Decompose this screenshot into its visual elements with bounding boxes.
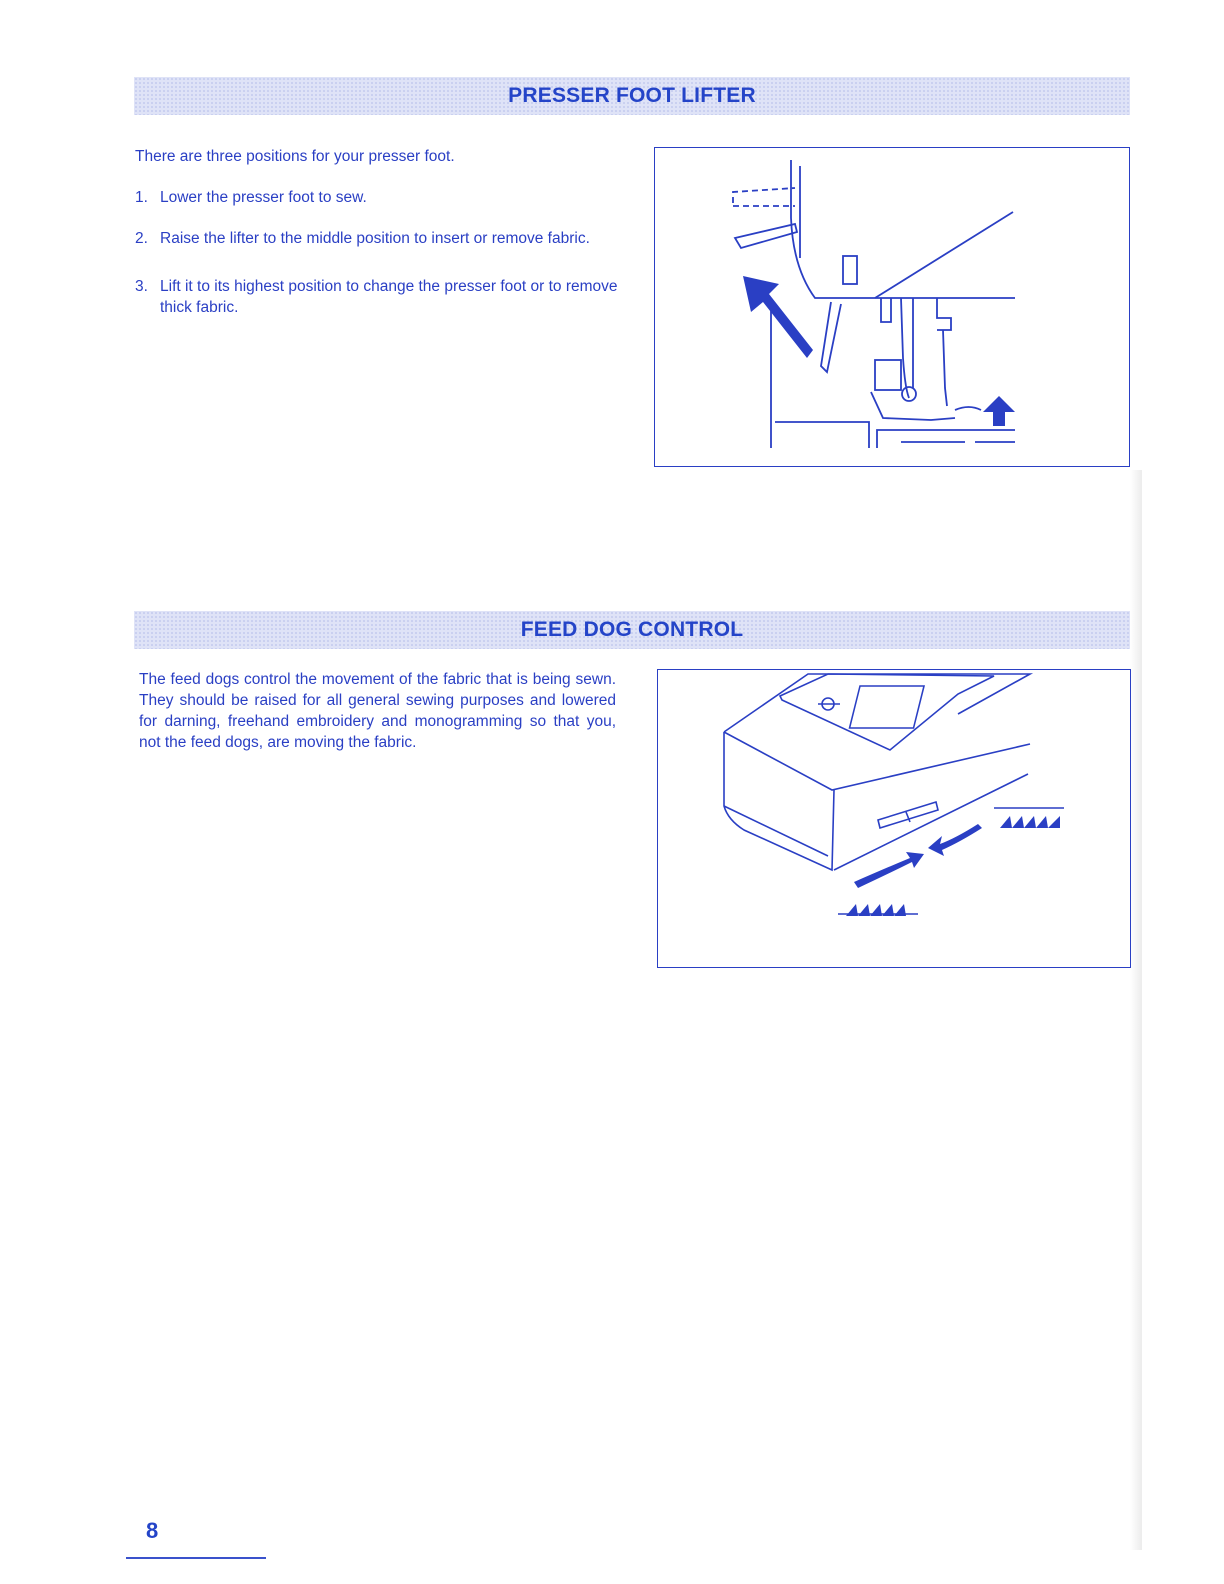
presser-step-1: 1. Lower the presser foot to sew.	[135, 187, 625, 208]
page-number: 8	[146, 1518, 159, 1543]
presser-foot-lifter-banner: PRESSER FOOT LIFTER	[134, 77, 1130, 115]
step-number: 2.	[135, 230, 148, 247]
step-text: Raise the lifter to the middle position …	[160, 230, 590, 247]
feed-dog-machine-drawing	[723, 673, 1064, 916]
step-number: 3.	[135, 278, 148, 295]
presser-foot-illustration	[654, 147, 1130, 467]
presser-step-2: 2. Raise the lifter to the middle positi…	[135, 228, 625, 249]
feed-dog-paragraph: The feed dogs control the movement of th…	[139, 671, 616, 751]
feed-dog-control-heading: FEED DOG CONTROL	[520, 618, 744, 641]
step-text: Lower the presser foot to sew.	[160, 189, 367, 206]
feed-dog-control-banner: FEED DOG CONTROL	[134, 611, 1130, 649]
bottom-rule	[126, 1557, 266, 1559]
page-edge-shadow	[1130, 470, 1142, 1550]
presser-foot-intro: There are three positions for your press…	[135, 148, 455, 165]
presser-foot-lifter-heading: PRESSER FOOT LIFTER	[508, 84, 756, 107]
feed-dog-illustration	[657, 669, 1131, 968]
step-number: 1.	[135, 189, 148, 206]
presser-foot-lifter-drawing	[732, 160, 1015, 448]
step-text: Lift it to its highest position to chang…	[160, 278, 618, 316]
presser-step-3: 3. Lift it to its highest position to ch…	[135, 276, 625, 318]
